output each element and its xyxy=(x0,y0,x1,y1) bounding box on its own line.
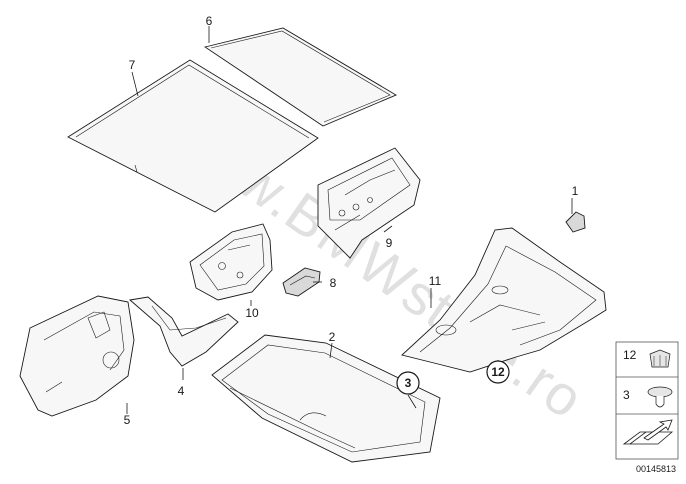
callout-9: 9 xyxy=(386,236,393,250)
callout-8: 8 xyxy=(330,276,337,290)
callout-2: 2 xyxy=(329,330,336,344)
callout-3-circled: 3 xyxy=(396,371,420,395)
part-11-floor-insulation[interactable] xyxy=(401,227,607,373)
legend-label-3: 3 xyxy=(623,388,630,402)
document-number: 00145813 xyxy=(636,464,676,474)
legend-label-12: 12 xyxy=(623,348,637,362)
part-10-side-panel[interactable] xyxy=(189,223,273,301)
part-1-clip[interactable] xyxy=(565,211,586,233)
part-4-support-piece[interactable] xyxy=(128,296,239,367)
part-9-trim-panel[interactable] xyxy=(317,147,421,259)
callout-3: 3 xyxy=(405,376,412,390)
callout-10: 10 xyxy=(245,306,259,320)
callout-5: 5 xyxy=(124,413,131,427)
callout-7: 7 xyxy=(129,58,136,72)
part-6-insulation-panel[interactable] xyxy=(203,27,397,127)
callout-4: 4 xyxy=(178,384,185,398)
callout-12: 12 xyxy=(491,365,505,379)
callout-12-circled: 12 xyxy=(486,360,510,384)
clip-icon xyxy=(647,386,673,408)
part-7-insulation-panel[interactable] xyxy=(67,59,319,213)
callout-1: 1 xyxy=(572,184,579,198)
part-2-trunk-floor-mat[interactable] xyxy=(211,334,441,463)
callout-6: 6 xyxy=(206,14,213,28)
leader-lines xyxy=(126,26,573,414)
fastener-legend: 12 3 xyxy=(615,341,679,460)
part-5-wheel-arch-trim[interactable] xyxy=(19,295,135,417)
insulation-arrow-icon xyxy=(622,419,674,445)
callout-11: 11 xyxy=(429,274,442,288)
expanding-nut-icon xyxy=(649,349,671,368)
